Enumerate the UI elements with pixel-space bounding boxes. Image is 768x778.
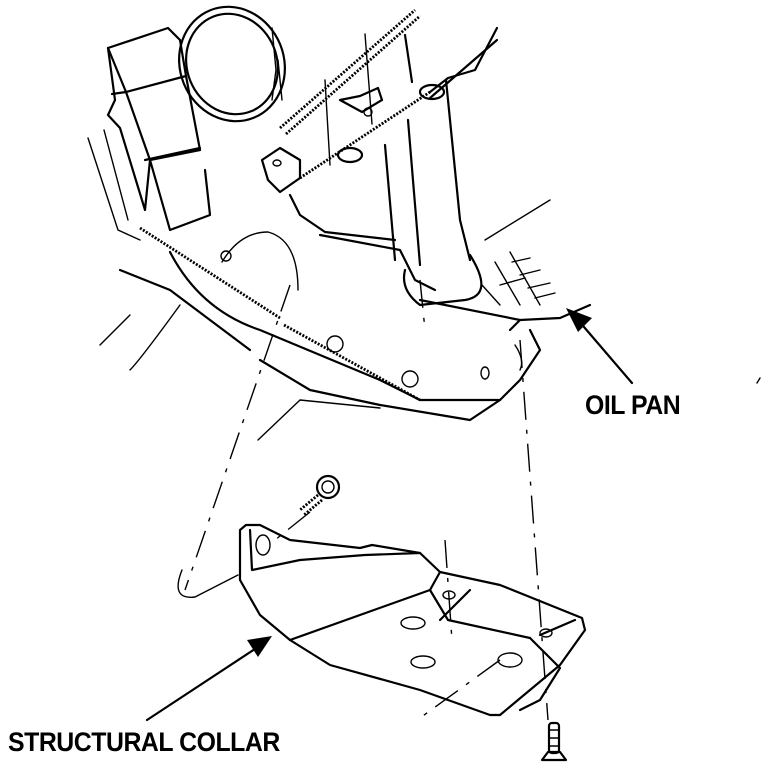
structural-collar-arrow-icon <box>145 636 272 722</box>
oil-pan-body <box>260 8 551 307</box>
oil-pan-label: OIL PAN <box>585 390 681 420</box>
bolt-upper-icon <box>299 474 341 517</box>
structural-collar <box>177 523 587 717</box>
alignment-lines <box>184 279 549 721</box>
oil-pan-arrow-icon <box>566 308 634 385</box>
oil-filter-housing <box>87 5 286 241</box>
structural-collar-label: STRUCTURAL COLLAR <box>8 727 280 757</box>
callout-arrows <box>145 308 761 722</box>
oil-pan-flange <box>99 226 592 441</box>
pan-rib-detail <box>481 251 556 306</box>
bolt-lower-icon <box>540 721 568 762</box>
